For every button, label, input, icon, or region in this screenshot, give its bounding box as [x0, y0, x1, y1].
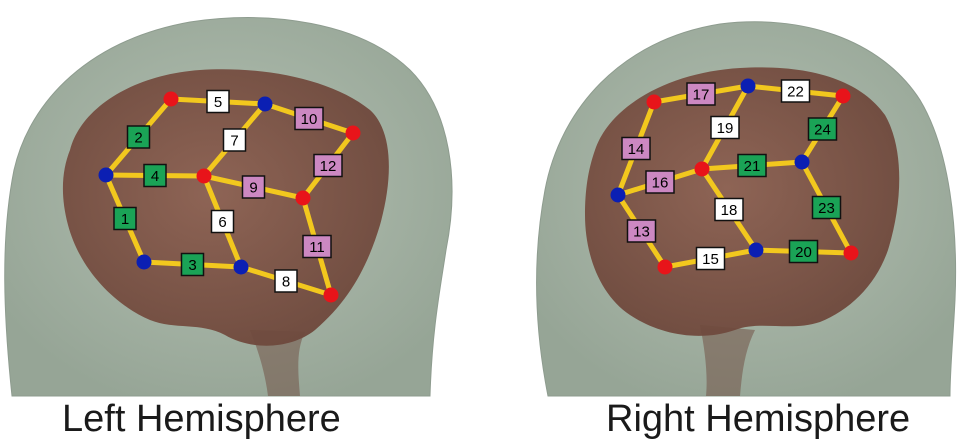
edge-label-20: 20 — [788, 239, 819, 264]
edge-label-box — [807, 117, 838, 141]
edge-label-box — [294, 106, 324, 131]
edge-label-8: 8 — [274, 269, 298, 293]
edge-label-text: 6 — [218, 214, 226, 231]
red-electrode-node — [345, 125, 361, 141]
blue-electrode-node — [136, 254, 152, 270]
edge-label-13: 13 — [626, 219, 657, 243]
edge-label-text: 13 — [633, 224, 650, 241]
edge-label-text: 8 — [282, 274, 290, 291]
edge-label-box — [274, 269, 298, 293]
edge-label-10: 10 — [294, 106, 324, 131]
red-electrode-node — [835, 88, 851, 104]
edge-label-22: 22 — [780, 79, 811, 103]
edge-label-4: 4 — [143, 163, 167, 188]
edge-label-text: 24 — [814, 122, 831, 139]
edge-label-text: 17 — [693, 87, 710, 104]
edge-label-text: 11 — [309, 239, 325, 256]
blue-electrode-node — [98, 167, 114, 183]
edge-label-box — [714, 197, 744, 222]
edge-label-text: 4 — [151, 168, 159, 185]
blue-electrode-node — [740, 78, 756, 94]
edge-label-text: 19 — [717, 120, 734, 137]
red-electrode-node — [646, 94, 662, 110]
edge-label-text: 10 — [301, 111, 318, 128]
edge-label-text: 16 — [652, 175, 669, 192]
blue-electrode-node — [233, 259, 249, 275]
edge-label-text: 9 — [249, 180, 257, 197]
edge-label-box — [811, 195, 842, 220]
red-electrode-node — [843, 245, 859, 261]
red-electrode-node — [163, 91, 179, 107]
right-hemisphere-panel: 13 14 15 16 17 18 19 20 21 22 23 24 — [536, 21, 957, 397]
edge-label-5: 5 — [206, 89, 230, 114]
edge-label-box — [302, 234, 332, 259]
edge-label-box — [180, 252, 205, 277]
edge-label-text: 23 — [818, 200, 835, 217]
edge-label-box — [626, 219, 657, 243]
red-electrode-node — [323, 287, 339, 303]
blue-electrode-node — [748, 242, 764, 258]
blue-electrode-node — [257, 96, 273, 112]
edge-label-23: 23 — [811, 195, 842, 220]
edge-label-24: 24 — [807, 117, 838, 141]
edge-label-1: 1 — [113, 206, 137, 231]
edge-label-text: 21 — [744, 158, 761, 175]
left-hemisphere-title: Left Hemisphere — [62, 398, 341, 440]
edge-label-text: 3 — [188, 257, 196, 274]
edge-label-18: 18 — [714, 197, 744, 222]
edge-label-box — [686, 82, 716, 106]
edge-label-box — [788, 239, 819, 264]
edge-label-16: 16 — [645, 170, 675, 194]
edge-label-box — [126, 125, 151, 149]
edge-label-6: 6 — [210, 209, 235, 234]
edge-label-17: 17 — [686, 82, 716, 106]
edge-label-3: 3 — [180, 252, 205, 277]
edge-label-11: 11 — [302, 234, 332, 259]
blue-electrode-node — [610, 187, 626, 203]
edge-label-box — [710, 115, 740, 140]
edge-label-19: 19 — [710, 115, 740, 140]
edge-label-14: 14 — [621, 136, 651, 161]
left-brain-stem — [250, 330, 305, 396]
blue-electrode-node — [794, 154, 810, 170]
edge-label-7: 7 — [222, 128, 247, 152]
right-brain-stem — [700, 325, 755, 396]
edge-label-box — [695, 246, 726, 271]
edge-label-box — [206, 89, 230, 114]
edge-label-box — [143, 163, 167, 188]
edge-label-box — [621, 136, 651, 161]
edge-label-box — [313, 153, 343, 178]
edge-label-12: 12 — [313, 153, 343, 178]
edge-label-box — [737, 153, 767, 178]
edge-label-text: 15 — [702, 251, 719, 268]
edge-label-text: 12 — [320, 158, 337, 175]
edge-label-text: 7 — [230, 133, 238, 150]
edge-label-box — [222, 128, 247, 152]
edge-label-box — [210, 209, 235, 234]
edge-label-box — [241, 175, 266, 199]
edge-label-text: 18 — [721, 202, 738, 219]
edge-label-text: 14 — [628, 141, 645, 158]
edge-label-21: 21 — [737, 153, 767, 178]
red-electrode-node — [694, 161, 710, 177]
edge-label-box — [780, 79, 811, 103]
red-electrode-node — [196, 168, 212, 184]
right-hemisphere-title: Right Hemisphere — [606, 398, 911, 440]
edge-label-2: 2 — [126, 125, 151, 149]
edge-label-text: 20 — [795, 244, 812, 261]
edge-label-text: 22 — [787, 84, 804, 101]
edge-label-box — [113, 206, 137, 231]
edge-label-text: 5 — [214, 94, 222, 111]
edge-label-9: 9 — [241, 175, 266, 199]
edge-label-15: 15 — [695, 246, 726, 271]
edge-label-text: 1 — [121, 211, 129, 228]
edge-label-box — [645, 170, 675, 194]
edge-label-text: 2 — [134, 130, 142, 147]
red-electrode-node — [295, 190, 311, 206]
red-electrode-node — [657, 259, 673, 275]
